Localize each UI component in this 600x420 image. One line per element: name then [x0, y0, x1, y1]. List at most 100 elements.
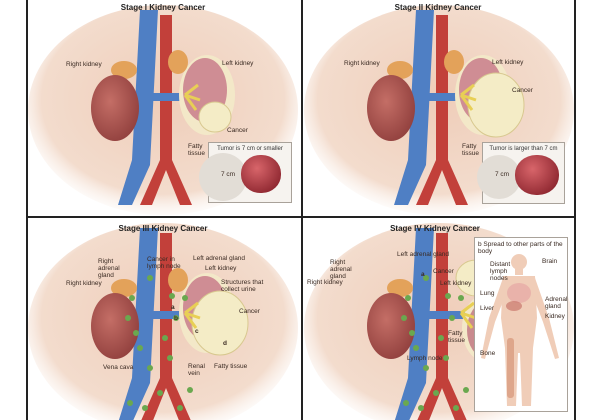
lymph-node [403, 400, 409, 406]
label-lung: Lung [480, 290, 495, 297]
right-kidney [91, 75, 139, 141]
label-lymph-node: Lymph node [407, 355, 443, 362]
label-cancer: Cancer [433, 268, 454, 275]
label-cancer-in-lymph-node: Cancer in lymph node [147, 256, 181, 270]
label-brain: Brain [542, 258, 558, 265]
lymph-node [438, 335, 444, 341]
label-liver: Liver [480, 305, 495, 312]
label-cancer: Cancer [227, 127, 248, 134]
urine-collecting-structures [183, 301, 201, 329]
label-fatty-tissue: Fatty tissue [188, 143, 205, 157]
left-adrenal-gland [168, 268, 188, 292]
lymph-node [169, 293, 175, 299]
tumor-size-inset: Tumor is larger than 7 cm 7 cm [477, 142, 565, 204]
right-adrenal-gland [387, 61, 413, 79]
tumor-size-inset: Tumor is 7 cm or smaller 7 cm [199, 142, 292, 203]
lymph-node [418, 405, 424, 411]
label-left-kidney: Left kidney [492, 59, 524, 66]
lymph-node [173, 315, 179, 321]
lymph-node [423, 275, 429, 281]
cancer-tumor [467, 72, 525, 138]
lymph-node [409, 330, 415, 336]
frame-horizontal-divider [26, 216, 576, 218]
label-left-kidney: Left kidney [222, 60, 254, 67]
label-right-adrenal-gland: Right adrenal gland [330, 259, 352, 280]
lymph-node [413, 345, 419, 351]
label-cancer: Cancer [239, 308, 260, 315]
lymph-node [137, 345, 143, 351]
label-left-adrenal-gland: Left adrenal gland [193, 255, 246, 262]
marker-b: b [174, 315, 178, 322]
apple-illustration [241, 155, 281, 193]
frame-left-border [26, 0, 28, 420]
lymph-node [453, 405, 459, 411]
cancer-tumor [191, 290, 249, 356]
lymph-node [443, 355, 449, 361]
lymph-node [182, 295, 188, 301]
label-right-kidney: Right kidney [344, 60, 380, 67]
lymph-node [125, 315, 131, 321]
right-kidney [367, 75, 415, 141]
inset-caption: Tumor is 7 cm or smaller [217, 146, 283, 152]
label-vena-cava: Vena cava [103, 364, 134, 371]
inset-caption: b Spread to other parts of the body [478, 241, 563, 255]
panel-title: Stage IV Kidney Cancer [390, 224, 480, 233]
label-fatty-tissue: Fatty tissue [214, 363, 248, 370]
size-circle [199, 153, 247, 201]
right-kidney [91, 293, 139, 359]
aorta [140, 15, 192, 205]
lymph-node [458, 295, 464, 301]
lymph-node [463, 387, 469, 393]
cancer-tumor [198, 101, 232, 133]
human-body-figure [481, 254, 559, 406]
label-right-kidney: Right kidney [66, 280, 102, 287]
lymph-node [162, 335, 168, 341]
lymph-node [445, 293, 451, 299]
size-label: 7 cm [221, 171, 236, 178]
panel-title: Stage II Kidney Cancer [394, 3, 482, 12]
label-adrenal-gland: Adrenal gland [545, 296, 568, 310]
lymph-node [401, 315, 407, 321]
lymph-node [449, 315, 455, 321]
lymph-node [157, 390, 163, 396]
label-right-kidney: Right kidney [307, 279, 343, 286]
lymph-node [187, 387, 193, 393]
label-structures-collect-urine: Structures that collect urine [221, 279, 264, 293]
frame-right-border [574, 0, 576, 420]
urine-collecting-structures [459, 83, 477, 111]
urine-collecting-structures [459, 301, 477, 329]
right-adrenal-gland [111, 279, 137, 297]
label-fatty-tissue: Fatty tissue [462, 143, 479, 157]
size-label: 7 cm [495, 171, 510, 178]
panel-title: Stage III Kidney Cancer [118, 224, 208, 233]
lymph-node [127, 400, 133, 406]
right-kidney [367, 293, 415, 359]
label-distant-lymph-nodes: Distant lymph nodes [490, 261, 511, 282]
left-adrenal-gland [444, 50, 464, 74]
aorta [417, 233, 467, 420]
lymph-node [147, 365, 153, 371]
aorta [141, 233, 191, 420]
label-fatty-tissue: Fatty tissue [448, 330, 465, 344]
label-kidney: Kidney [545, 313, 565, 320]
label-bone: Bone [480, 350, 496, 357]
lymph-node [147, 275, 153, 281]
label-left-kidney: Left kidney [440, 280, 472, 287]
label-renal-vein: Renal vein [188, 363, 205, 377]
lymph-node [129, 295, 135, 301]
size-circle [477, 155, 521, 199]
label-right-adrenal-gland: Right adrenal gland [98, 258, 120, 279]
marker-a: a [421, 271, 425, 278]
label-right-kidney: Right kidney [66, 61, 102, 68]
lymph-node [405, 295, 411, 301]
lymph-node [167, 355, 173, 361]
right-adrenal-gland [111, 61, 137, 79]
marker-a: a [171, 304, 175, 311]
frame-middle-divider [301, 0, 303, 420]
label-cancer: Cancer [512, 87, 533, 94]
spread-body-inset: b Spread to other parts of the body Brai… [474, 237, 568, 412]
lymph-node [133, 330, 139, 336]
urine-collecting-structures [183, 83, 201, 111]
